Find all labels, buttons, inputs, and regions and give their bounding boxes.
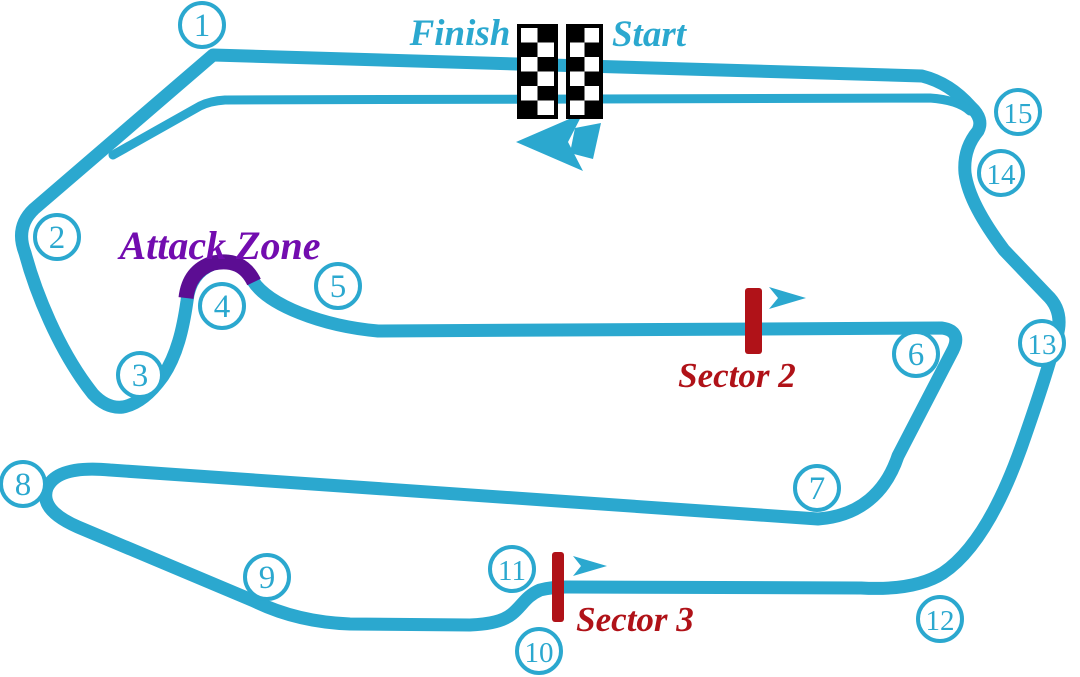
turn-marker-5: 5 bbox=[314, 262, 362, 310]
svg-text:7: 7 bbox=[809, 471, 826, 507]
turn-marker-13: 13 bbox=[1018, 319, 1066, 367]
svg-text:4: 4 bbox=[214, 289, 231, 325]
turn-marker-9: 9 bbox=[243, 553, 291, 601]
turn-marker-10: 10 bbox=[515, 627, 563, 675]
svg-text:12: 12 bbox=[926, 605, 955, 637]
svg-text:10: 10 bbox=[525, 637, 554, 669]
turn-marker-6: 6 bbox=[892, 330, 940, 378]
attack-zone-arc bbox=[178, 254, 261, 300]
turn-marker-8: 8 bbox=[0, 460, 47, 508]
sector3-label: Sector 3 bbox=[576, 600, 694, 639]
turn-marker-11: 11 bbox=[488, 545, 536, 593]
svg-text:2: 2 bbox=[49, 220, 66, 256]
sector2-label: Sector 2 bbox=[678, 356, 796, 395]
turn-marker-12: 12 bbox=[916, 595, 964, 643]
svg-text:11: 11 bbox=[498, 555, 526, 587]
svg-text:1: 1 bbox=[194, 8, 211, 44]
turn-marker-14: 14 bbox=[977, 149, 1025, 197]
svg-text:8: 8 bbox=[15, 467, 32, 503]
svg-text:3: 3 bbox=[132, 358, 149, 394]
svg-text:5: 5 bbox=[330, 269, 347, 305]
sector3-marker bbox=[552, 552, 564, 622]
pit-lane-path bbox=[108, 93, 975, 160]
svg-text:9: 9 bbox=[259, 560, 276, 596]
turn-marker-3: 3 bbox=[116, 351, 164, 399]
direction-arrow-left-icon bbox=[516, 113, 601, 171]
svg-text:13: 13 bbox=[1028, 329, 1057, 361]
svg-text:14: 14 bbox=[987, 159, 1017, 191]
sector2-arrow-right-icon bbox=[769, 287, 806, 309]
checkered-flag-icon bbox=[517, 24, 603, 119]
sector2-marker bbox=[745, 288, 762, 354]
turn-marker-1: 1 bbox=[178, 1, 226, 49]
svg-text:15: 15 bbox=[1004, 98, 1033, 130]
attack-zone-label: Attack Zone bbox=[116, 223, 320, 268]
finish-label: Finish bbox=[409, 13, 511, 54]
start-label: Start bbox=[612, 14, 688, 55]
turn-marker-4: 4 bbox=[198, 282, 246, 330]
svg-text:6: 6 bbox=[908, 337, 925, 373]
turn-marker-15: 15 bbox=[994, 88, 1042, 136]
turn-marker-2: 2 bbox=[33, 213, 81, 261]
sector3-arrow-right-icon bbox=[573, 556, 607, 576]
turn-marker-7: 7 bbox=[793, 464, 841, 512]
